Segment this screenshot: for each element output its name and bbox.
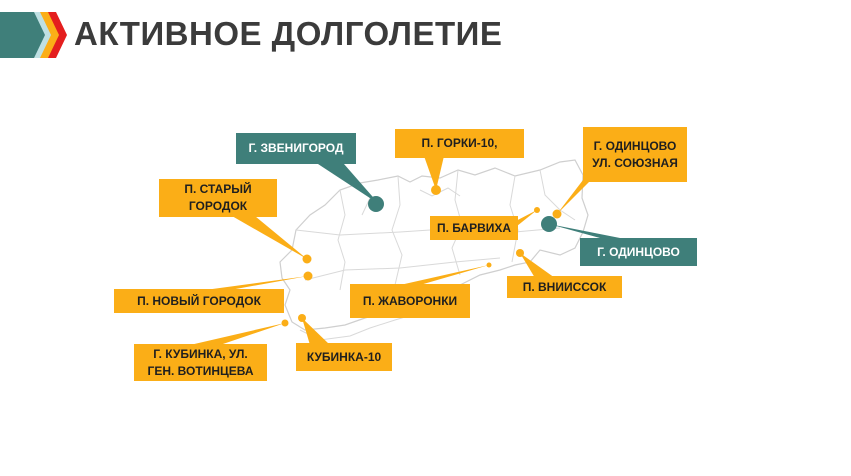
label-stary-gorodok[interactable]: П. СТАРЫЙ ГОРОДОК bbox=[159, 179, 277, 217]
pointer-kubinka10 bbox=[302, 318, 330, 345]
marker-vniissok bbox=[516, 249, 524, 257]
marker-gorki10 bbox=[431, 185, 441, 195]
label-odintsovo[interactable]: Г. ОДИНЦОВО bbox=[580, 238, 697, 266]
label-barvikha[interactable]: П. БАРВИХА bbox=[430, 216, 518, 240]
chevron-logo-icon bbox=[0, 12, 67, 58]
page-title: АКТИВНОЕ ДОЛГОЛЕТИЕ bbox=[74, 15, 503, 52]
pointer-odintsovo bbox=[549, 224, 620, 238]
marker-stary-gorodok bbox=[302, 254, 312, 264]
pointer-zvenigorod bbox=[318, 164, 379, 204]
pointer-zhavoronki bbox=[400, 265, 489, 285]
label-vniissok[interactable]: П. ВНИИССОК bbox=[507, 276, 622, 298]
marker-zvenigorod bbox=[368, 196, 384, 212]
marker-odintsovo-soyuznaya bbox=[552, 209, 562, 219]
label-odintsovo-soyuznaya[interactable]: Г. ОДИНЦОВО УЛ. СОЮЗНАЯ bbox=[583, 127, 687, 182]
marker-zhavoronki bbox=[486, 262, 492, 268]
marker-odintsovo bbox=[541, 216, 557, 232]
marker-novy-gorodok bbox=[303, 271, 313, 281]
pointer-novy-gorodok bbox=[205, 276, 308, 290]
location-markers bbox=[281, 185, 562, 327]
marker-barvikha bbox=[534, 207, 540, 213]
pointer-vniissok bbox=[520, 253, 555, 278]
label-novy-gorodok[interactable]: П. НОВЫЙ ГОРОДОК bbox=[114, 289, 284, 313]
label-zhavoronki[interactable]: П. ЖАВОРОНКИ bbox=[350, 284, 470, 318]
pointer-stary-gorodok bbox=[225, 212, 307, 259]
marker-kubinka-votintseva bbox=[281, 319, 289, 327]
pointer-odintsovo-soyuznaya bbox=[557, 180, 591, 214]
label-kubinka10[interactable]: КУБИНКА-10 bbox=[296, 343, 392, 371]
pointer-kubinka-votintseva bbox=[190, 323, 285, 345]
label-kubinka-votintseva[interactable]: Г. КУБИНКА, УЛ. ГЕН. ВОТИНЦЕВА bbox=[134, 344, 267, 381]
page-header: АКТИВНОЕ ДОЛГОЛЕТИЕ bbox=[0, 8, 560, 58]
pointer-gorki10 bbox=[424, 156, 444, 190]
label-zvenigorod[interactable]: Г. ЗВЕНИГОРОД bbox=[236, 133, 356, 164]
label-gorki10[interactable]: П. ГОРКИ-10, bbox=[395, 129, 524, 158]
callout-pointers bbox=[190, 156, 620, 345]
marker-kubinka10 bbox=[298, 314, 306, 322]
